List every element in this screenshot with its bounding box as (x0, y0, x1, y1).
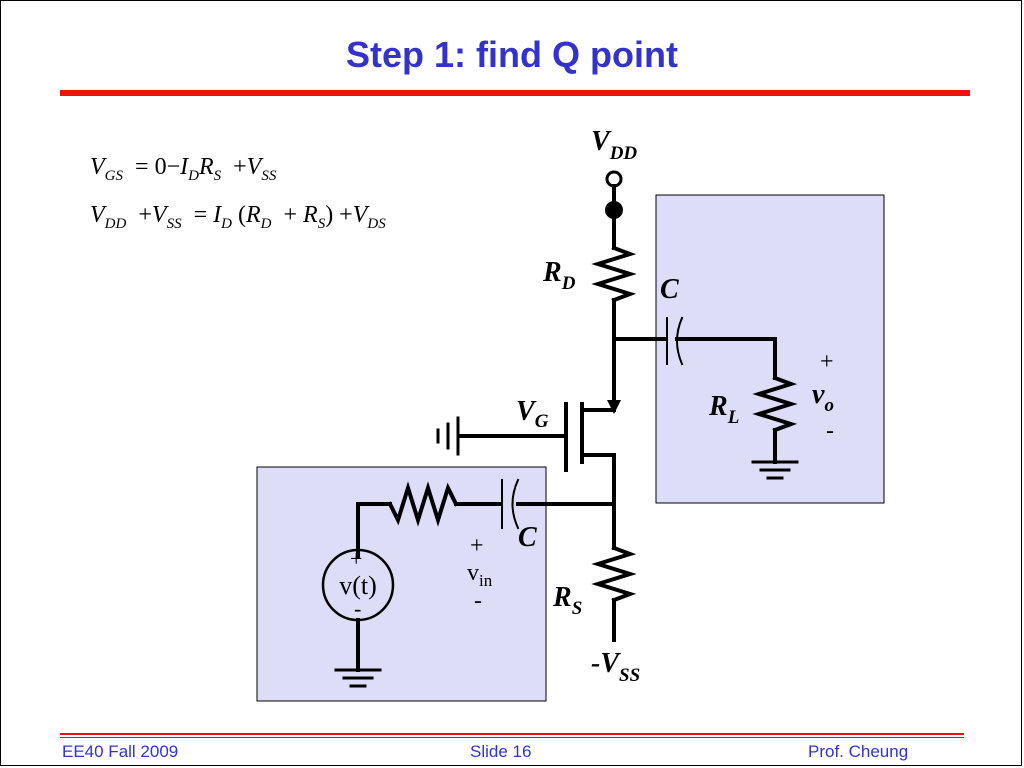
label-rd: RD (542, 257, 576, 294)
label-source: v(t) (339, 571, 377, 600)
label-vg: VG (516, 396, 549, 432)
equation-loop: VDD +VSS = ID (RD + RS) +VDS (90, 202, 386, 232)
rs-resistor (591, 545, 637, 603)
equation-vgs: VGS = 0−IDRS +VSS (90, 154, 277, 184)
footer-divider-thin (60, 737, 964, 738)
footer-course: EE40 Fall 2009 (62, 742, 179, 761)
output-box (655, 194, 885, 504)
label-vdd: VDD (591, 126, 637, 164)
rl-resistor (752, 375, 798, 433)
label-source-minus: - (354, 596, 361, 621)
footer-author: Prof. Cheung (808, 742, 909, 761)
vdd-node-dot (605, 201, 623, 219)
title-divider (60, 90, 970, 96)
footer-slide-number: Slide 16 (470, 742, 532, 761)
label-rs: RS (552, 582, 582, 619)
label-vin-plus: + (470, 533, 484, 559)
label-vin: vin (467, 560, 493, 590)
footer-divider (60, 733, 964, 735)
label-vo-minus: - (826, 418, 834, 444)
label-c-out: C (660, 274, 679, 305)
label-vss: -VSS (591, 648, 640, 686)
label-vo-plus: + (820, 349, 834, 375)
vdd-terminal (605, 170, 623, 188)
cin-plate-b (511, 478, 520, 530)
label-rl: RL (708, 391, 739, 428)
label-c-in: C (518, 522, 537, 553)
label-source-plus: + (350, 546, 362, 571)
rd-resistor (591, 245, 637, 303)
label-vo: vo (812, 379, 834, 416)
slide-title: Step 1: find Q point (346, 34, 678, 75)
drain-arrow (607, 400, 621, 414)
input-resistor (387, 481, 459, 527)
label-vin-minus: - (474, 588, 482, 614)
